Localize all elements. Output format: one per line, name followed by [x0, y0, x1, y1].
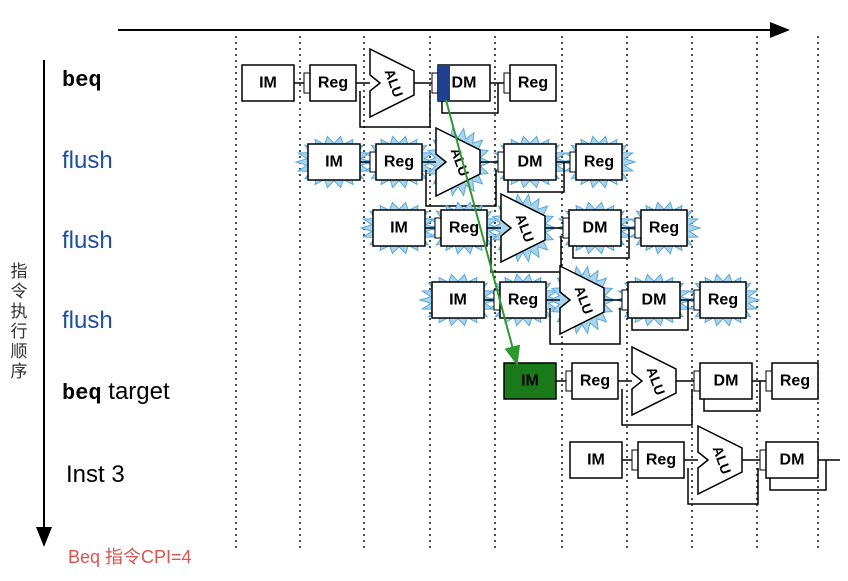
- dm-loop: [631, 300, 689, 331]
- instruction-order-label: 指令执行顺序: [10, 262, 28, 381]
- pipeline-latch: [503, 72, 511, 94]
- reg-label: Reg: [508, 292, 538, 309]
- writeback-reg-label: Reg: [649, 220, 679, 237]
- dm-loop: [703, 381, 761, 412]
- writeback-reg-box: [699, 281, 747, 319]
- writeback-reg-label: Reg: [780, 373, 810, 390]
- im-box: [307, 143, 361, 181]
- writeback-reg-box: [771, 362, 819, 400]
- pipeline-latch: [759, 449, 767, 471]
- pipeline-latch: [562, 217, 570, 239]
- reg-label: Reg: [318, 75, 348, 92]
- dm-box: [765, 441, 819, 479]
- dm-box: [627, 281, 681, 319]
- row-label-flush-3: flush: [62, 307, 113, 334]
- pipeline-latch: [431, 72, 439, 94]
- dm-loop: [572, 228, 630, 259]
- alu-shape: [369, 47, 415, 119]
- pipeline-latch: [634, 217, 642, 239]
- bypass-path: [687, 468, 759, 505]
- pipeline-latch: [565, 370, 573, 392]
- reg-label: Reg: [646, 452, 676, 469]
- reg-box: [375, 143, 423, 181]
- im-box: [569, 441, 623, 479]
- dm-loop: [441, 83, 499, 114]
- pipeline-latch: [434, 217, 442, 239]
- writeback-reg-label: Reg: [518, 75, 548, 92]
- bypass-path: [549, 308, 621, 345]
- im-label: IM: [449, 292, 467, 309]
- bypass-path: [490, 236, 562, 273]
- pipeline-latch: [693, 370, 701, 392]
- alu-shape: [500, 192, 546, 264]
- bypass-path: [359, 91, 431, 128]
- writeback-reg-box: [640, 209, 688, 247]
- alu-shape: [697, 424, 743, 496]
- cpi-note: Beq 指令CPI=4: [68, 547, 192, 567]
- reg-box: [637, 441, 685, 479]
- reg-label: Reg: [384, 154, 414, 171]
- im-label: IM: [259, 75, 277, 92]
- im-label: IM: [587, 452, 605, 469]
- dm-label: DM: [452, 75, 477, 92]
- pipeline-latch: [497, 151, 505, 173]
- dm-label: DM: [780, 452, 805, 469]
- pipeline-latch: [765, 370, 773, 392]
- im-label: IM: [521, 373, 539, 390]
- im-label: IM: [325, 154, 343, 171]
- im-label: IM: [390, 220, 408, 237]
- dm-loop: [507, 162, 565, 193]
- dm-label: DM: [642, 292, 667, 309]
- reg-box: [440, 209, 488, 247]
- dm-loop: [769, 460, 827, 491]
- im-box: [503, 362, 557, 400]
- pipeline-latch: [631, 449, 639, 471]
- writeback-reg-label: Reg: [584, 154, 614, 171]
- writeback-reg-box: [509, 64, 557, 102]
- row-label-beq: beq: [62, 68, 102, 93]
- row-label-inst3: Inst 3: [66, 461, 125, 488]
- row-label-flush-2: flush: [62, 227, 113, 254]
- bypass-path: [621, 389, 693, 426]
- reg-label: Reg: [449, 220, 479, 237]
- pipeline-latch: [303, 72, 311, 94]
- writeback-reg-box: [575, 143, 623, 181]
- alu-shape: [435, 126, 481, 198]
- reg-box: [571, 362, 619, 400]
- dm-box: [503, 143, 557, 181]
- writeback-reg-label: Reg: [708, 292, 738, 309]
- pipeline-latch: [621, 289, 629, 311]
- branch-target-arrow: [445, 99, 521, 366]
- dm-box: [699, 362, 753, 400]
- pipeline-latch: [569, 151, 577, 173]
- dm-highlight: [438, 65, 450, 101]
- alu-shape: [631, 345, 677, 417]
- dm-box: [568, 209, 622, 247]
- pipeline-latch: [369, 151, 377, 173]
- im-box: [372, 209, 426, 247]
- row-label-flush-1: flush: [62, 147, 113, 174]
- alu-shape: [559, 264, 605, 336]
- row-label-beq-target: beq target: [62, 378, 170, 406]
- im-box: [241, 64, 295, 102]
- pipeline-latch: [693, 289, 701, 311]
- dm-label: DM: [583, 220, 608, 237]
- reg-label: Reg: [580, 373, 610, 390]
- dm-label: DM: [518, 154, 543, 171]
- dm-label: DM: [714, 373, 739, 390]
